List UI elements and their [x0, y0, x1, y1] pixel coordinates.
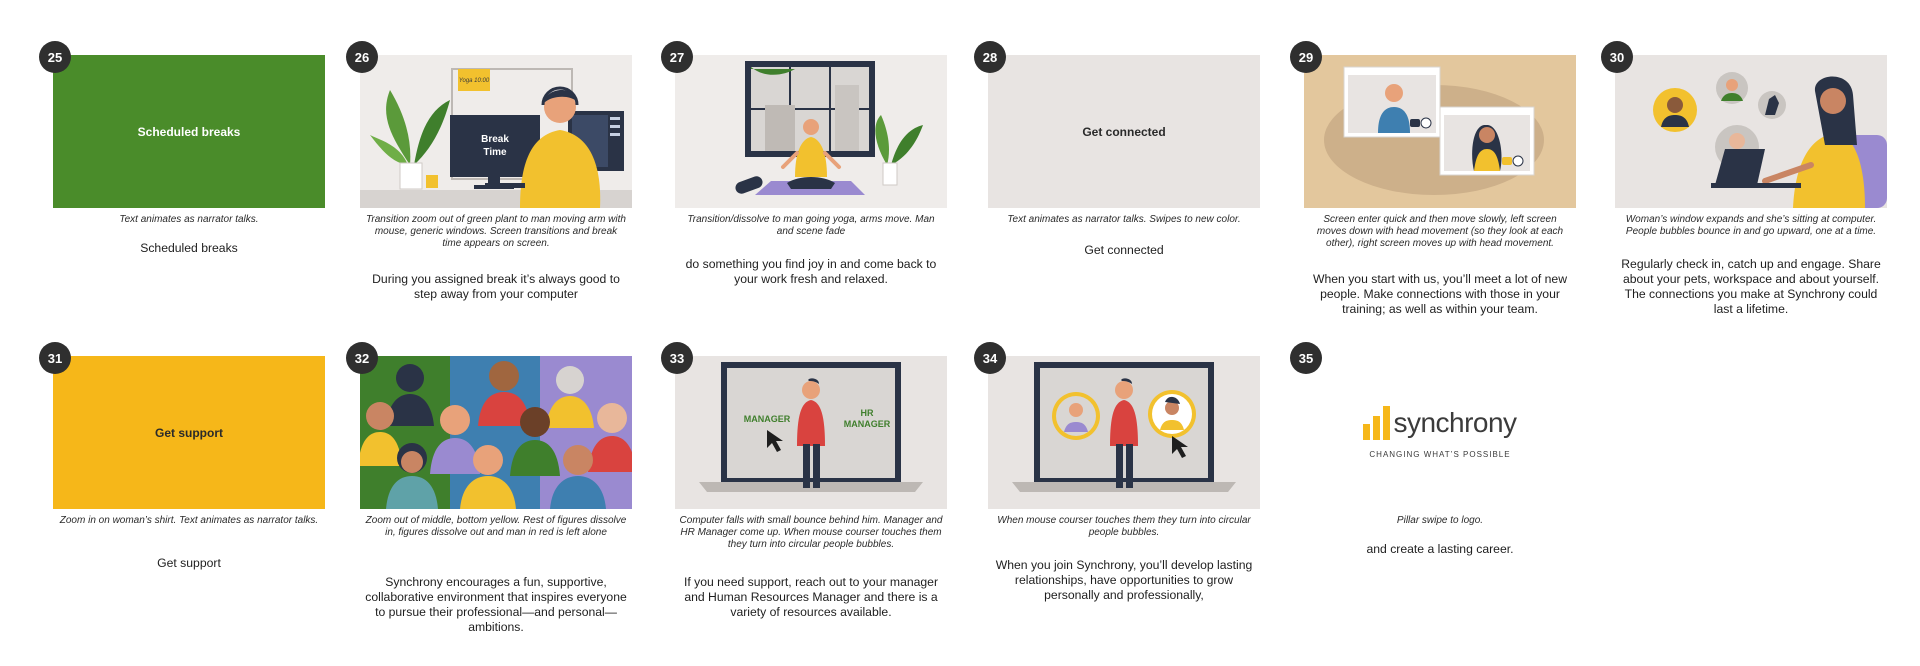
animation-note: Woman’s window expands and she’s sitting… [1625, 214, 1877, 237]
frame-number-badge: 28 [974, 41, 1006, 73]
frame-number-badge: 31 [39, 342, 71, 374]
frame-panel: Scheduled breaks [53, 55, 325, 208]
storyboard-frame-26: 26 Yoga 10:00 Break Time [346, 41, 632, 365]
storyboard-frame-31: 31 Get support Zoom in on woman’s shirt.… [39, 342, 325, 666]
illustration-man-at-computer: Yoga 10:00 Break Time [360, 55, 632, 208]
frame-panel [360, 356, 632, 509]
frame-number-badge: 27 [661, 41, 693, 73]
storyboard-frame-30: 30 Woman’s window expands an [1601, 41, 1887, 365]
narration-script: Synchrony encourages a fun, supportive, … [365, 575, 627, 634]
illustration-people-bubbles-laptop [988, 356, 1260, 509]
sticky-note-text: Yoga 10:00 [459, 78, 490, 84]
svg-text:Time: Time [483, 147, 507, 158]
frame-panel: Yoga 10:00 Break Time [360, 55, 632, 208]
logo-tagline: CHANGING WHAT’S POSSIBLE [1369, 450, 1511, 459]
panel-title: Get connected [1082, 124, 1166, 139]
frame-panel [1615, 55, 1887, 208]
animation-note: Zoom out of middle, bottom yellow. Rest … [365, 515, 627, 538]
narration-script: When you join Synchrony, you’ll develop … [995, 558, 1253, 602]
narration-script: do something you find joy in and come ba… [685, 257, 937, 286]
frame-number-badge: 35 [1290, 342, 1322, 374]
storyboard-frame-28: 28 Get connected Text animates as narrat… [974, 41, 1260, 365]
frame-panel: Get connected [988, 55, 1260, 208]
narration-script: and create a lasting career. [1366, 542, 1514, 556]
frame-panel: synchrony CHANGING WHAT’S POSSIBLE [1304, 356, 1576, 509]
svg-text:MANAGER: MANAGER [844, 419, 891, 429]
narration-script: During you assigned break it’s always go… [372, 272, 620, 301]
synchrony-logo: synchrony CHANGING WHAT’S POSSIBLE [1304, 356, 1576, 509]
illustration-manager-laptop: MANAGER HR MANAGER [675, 356, 947, 509]
frame-number-badge: 33 [661, 342, 693, 374]
illustration-man-yoga [675, 55, 947, 208]
frame-panel: Get support [53, 356, 325, 509]
storyboard-frame-35: 35 synchrony CHANGING WHAT’S POSSIBLE Pi… [1290, 342, 1576, 666]
animation-note: Screen enter quick and then move slowly,… [1316, 214, 1564, 249]
frame-number-badge: 25 [39, 41, 71, 73]
animation-note: Zoom in on woman’s shirt. Text animates … [59, 515, 319, 526]
panel-title: Get support [155, 425, 223, 440]
animation-note: Transition zoom out of green plant to ma… [366, 214, 626, 249]
animation-note: Transition/dissolve to man going yoga, a… [687, 214, 935, 237]
frame-number-badge: 30 [1601, 41, 1633, 73]
synchrony-pillar-icon [1363, 406, 1391, 440]
frame-panel [988, 356, 1260, 509]
frame-number-badge: 32 [346, 342, 378, 374]
frame-number-badge: 34 [974, 342, 1006, 374]
storyboard-frame-34: 34 When mouse courser touche [974, 342, 1260, 666]
manager-label: MANAGER [744, 414, 791, 424]
frame-panel [1304, 55, 1576, 208]
animation-note: Text animates as narrator talks. [119, 214, 259, 225]
frame-number-badge: 29 [1290, 41, 1322, 73]
storyboard-frame-27: 27 Transition/dissolv [661, 41, 947, 365]
storyboard-frame-33: 33 MANAGER HR MANAGER Computer falls wit… [661, 342, 947, 666]
narration-script: Scheduled breaks [140, 241, 238, 255]
storyboard-frame-32: 32 [346, 342, 632, 666]
narration-script: When you start with us, you’ll meet a lo… [1312, 272, 1568, 316]
frame-panel: MANAGER HR MANAGER [675, 356, 947, 509]
frame-panel [675, 55, 947, 208]
narration-script: Regularly check in, catch up and engage.… [1621, 257, 1881, 316]
svg-text:HR: HR [861, 408, 874, 418]
panel-title: Scheduled breaks [137, 124, 241, 139]
animation-note: When mouse courser touches them they tur… [997, 515, 1251, 538]
animation-note: Pillar swipe to logo. [1396, 515, 1484, 526]
animation-note: Computer falls with small bounce behind … [679, 515, 943, 550]
storyboard-frame-29: 29 Screen enter quick and then move slow… [1290, 41, 1576, 365]
svg-text:Break: Break [481, 134, 509, 145]
animation-note: Text animates as narrator talks. Swipes … [1007, 214, 1241, 225]
illustration-crowd [360, 356, 632, 509]
frame-number-badge: 26 [346, 41, 378, 73]
narration-script: Get connected [1084, 243, 1164, 257]
narration-script: Get support [157, 556, 221, 570]
illustration-woman-with-people-bubbles [1615, 55, 1887, 208]
storyboard-frame-25: 25 Scheduled breaks Text animates as nar… [39, 41, 325, 365]
logo-wordmark: synchrony [1393, 407, 1517, 438]
illustration-video-call [1304, 55, 1576, 208]
narration-script: If you need support, reach out to your m… [683, 575, 939, 619]
